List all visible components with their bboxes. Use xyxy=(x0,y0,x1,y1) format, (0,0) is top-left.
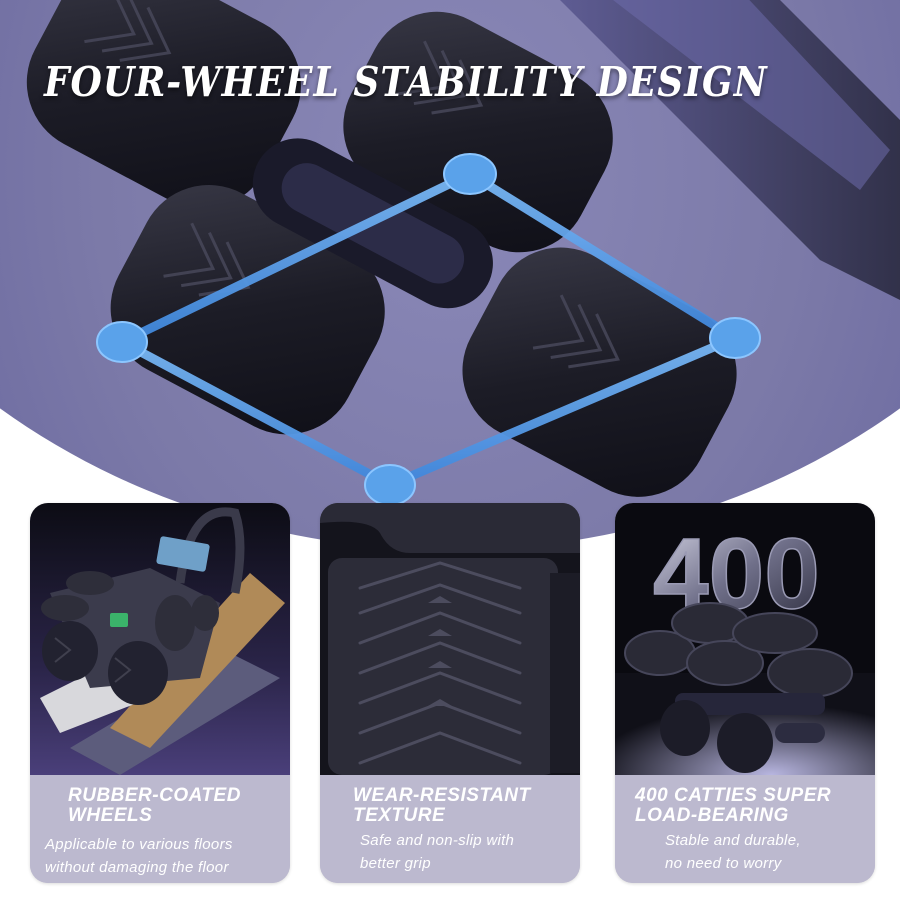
feature-description: Safe and non-slip with better grip xyxy=(360,829,514,875)
title-line-1: RUBBER-COATED xyxy=(68,785,241,806)
title-line-2: WHEELS xyxy=(68,805,153,826)
feature-card-wear-resistant: WEAR-RESISTANT TEXTURE Safe and non-slip… xyxy=(320,503,580,883)
feature-text-panel: 400 CATTIES SUPER LOAD-BEARING Stable an… xyxy=(615,775,875,883)
stability-diamond xyxy=(117,169,740,490)
feature-text-panel: RUBBER-COATED WHEELS Applicable to vario… xyxy=(30,775,290,883)
ab-roller-floor-image xyxy=(30,503,290,775)
feature-title: RUBBER-COATED WHEELS xyxy=(68,786,241,826)
feature-text-panel: WEAR-RESISTANT TEXTURE Safe and non-slip… xyxy=(320,775,580,883)
feature-title: 400 CATTIES SUPER LOAD-BEARING xyxy=(635,786,831,826)
title-line-2: TEXTURE xyxy=(353,805,446,826)
tires-stack-image: 400 xyxy=(615,503,875,775)
feature-description: Stable and durable, no need to worry xyxy=(665,829,801,875)
desc-line-1: Safe and non-slip with xyxy=(360,832,515,849)
feature-card-load-bearing: 400 400 CATTIES SUPER LOAD-BEARING Stabl… xyxy=(615,503,875,883)
title-line-1: WEAR-RESISTANT xyxy=(353,785,531,806)
wheels-illustration xyxy=(26,0,900,506)
desc-line-2: without damaging the floor xyxy=(45,859,229,876)
feature-title: WEAR-RESISTANT TEXTURE xyxy=(353,786,531,826)
title-line-1: 400 CATTIES SUPER xyxy=(635,785,832,806)
feature-card-rubber-wheels: RUBBER-COATED WHEELS Applicable to vario… xyxy=(30,503,290,883)
desc-line-1: Applicable to various floors xyxy=(45,836,233,853)
desc-line-1: Stable and durable, xyxy=(665,832,801,849)
title-line-2: LOAD-BEARING xyxy=(635,805,789,826)
feature-description: Applicable to various floors without dam… xyxy=(45,833,233,879)
hero-section: FOUR-WHEEL STABILITY DESIGN xyxy=(0,0,900,540)
wheel-tread-image xyxy=(320,503,580,775)
desc-line-2: better grip xyxy=(360,855,431,872)
headline: FOUR-WHEEL STABILITY DESIGN xyxy=(44,58,768,107)
desc-line-2: no need to worry xyxy=(665,855,782,872)
